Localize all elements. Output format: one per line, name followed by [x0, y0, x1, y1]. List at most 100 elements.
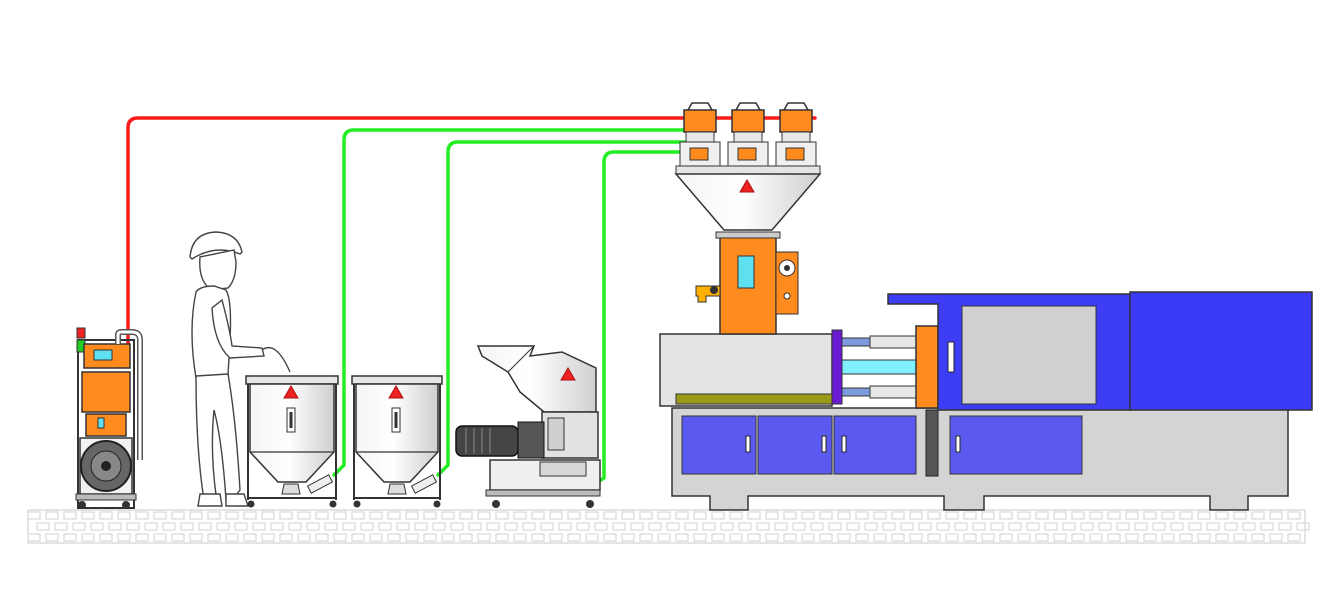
floor-tile [891, 533, 905, 542]
floor-tile [1071, 511, 1085, 520]
floor-tile [333, 533, 347, 542]
floor-tile [243, 511, 257, 520]
floor-tile [477, 533, 491, 542]
floor-tile [819, 533, 833, 542]
floor-tile [963, 533, 977, 542]
floor-tile [1134, 522, 1148, 531]
floor-tile [1125, 533, 1139, 542]
imm-support-column [925, 409, 939, 477]
floor-tile [261, 511, 275, 520]
floor-tile [1161, 533, 1175, 542]
worker-hand-line [261, 346, 291, 373]
floor-tile [279, 533, 293, 542]
imm-mold-rod [841, 359, 919, 375]
floor-tile [585, 533, 599, 542]
material-line-green-2 [436, 140, 702, 477]
imm-fixed-platen [831, 329, 843, 405]
imm-cabinet-4 [949, 415, 1083, 475]
material-line-green-3 [590, 150, 708, 488]
receiver-3 [775, 102, 817, 167]
dryer-1-suction [306, 474, 334, 494]
floor-tile [1035, 511, 1049, 520]
floor-tile [990, 522, 1004, 531]
floor-tile [1233, 533, 1247, 542]
floor-tile [405, 533, 419, 542]
floor-tile [207, 511, 221, 520]
worker-legs [195, 373, 241, 501]
injection-molding-machine [659, 231, 1313, 511]
floor-tile [468, 522, 482, 531]
floor-tile [198, 522, 212, 531]
floor-tile [873, 533, 887, 542]
floor-tile [873, 511, 887, 520]
floor-tile [747, 511, 761, 520]
floor-tile [927, 533, 941, 542]
floor-tile [306, 522, 320, 531]
floor-tile [792, 522, 806, 531]
floor-tile [261, 533, 275, 542]
worker-helmet [189, 231, 243, 260]
loader-caster-right [122, 501, 130, 509]
imm-safety-window [961, 305, 1097, 405]
floor-tile [540, 522, 554, 531]
floor-tile [495, 533, 509, 542]
floor-tile [1287, 511, 1301, 520]
floor-tile [531, 511, 545, 520]
floor-tile [387, 533, 401, 542]
floor-tile [1098, 522, 1112, 531]
floor-tile [351, 511, 365, 520]
floor-tile [1035, 533, 1049, 542]
floor-tile [657, 511, 671, 520]
floor-tile [234, 522, 248, 531]
floor-tile [702, 522, 716, 531]
floor-tile [90, 522, 104, 531]
floor-tile [1143, 511, 1157, 520]
worker-figure-icon [189, 231, 291, 507]
floor-tile [351, 533, 365, 542]
floor-tile [54, 522, 68, 531]
floor-tile [369, 533, 383, 542]
floor-tile [1008, 522, 1022, 531]
floor-tile [1179, 511, 1193, 520]
floor-tile [1260, 522, 1274, 531]
floor-tile [1242, 522, 1256, 531]
floor-tile [630, 522, 644, 531]
dryer-2-legs [353, 384, 441, 500]
floor-tile [459, 533, 473, 542]
floor-tile [531, 533, 545, 542]
hopper-dryer-2 [351, 375, 443, 508]
floor-tile [675, 511, 689, 520]
floor-tile [954, 522, 968, 531]
floor-tile [459, 511, 473, 520]
floor-tile [639, 533, 653, 542]
floor-tile [423, 533, 437, 542]
floor-tile [1026, 522, 1040, 531]
floor-tile [1251, 533, 1265, 542]
floor-tile [909, 533, 923, 542]
floor-tile [621, 511, 635, 520]
receiver-manifold [675, 165, 821, 175]
floor-tile [567, 533, 581, 542]
vacuum-loader [75, 327, 143, 509]
floor-tile [774, 522, 788, 531]
imm-moving-platen [915, 325, 939, 409]
floor-tile [1224, 522, 1238, 531]
floor-tile [243, 533, 257, 542]
floor-tile [279, 511, 293, 520]
worker-boots [197, 493, 249, 507]
floor-tile [819, 511, 833, 520]
floor-tile [1017, 533, 1031, 542]
floor-tile [1206, 522, 1220, 531]
receiver-1 [679, 102, 721, 167]
floor-tile [387, 511, 401, 520]
floor-tile [909, 511, 923, 520]
floor-tile [45, 511, 59, 520]
loader-mid-box [85, 413, 127, 437]
floor-tile [315, 511, 329, 520]
floor-tile [927, 511, 941, 520]
floor-tile [900, 522, 914, 531]
floor-tile [405, 511, 419, 520]
hopper-dryer-1 [245, 375, 339, 508]
